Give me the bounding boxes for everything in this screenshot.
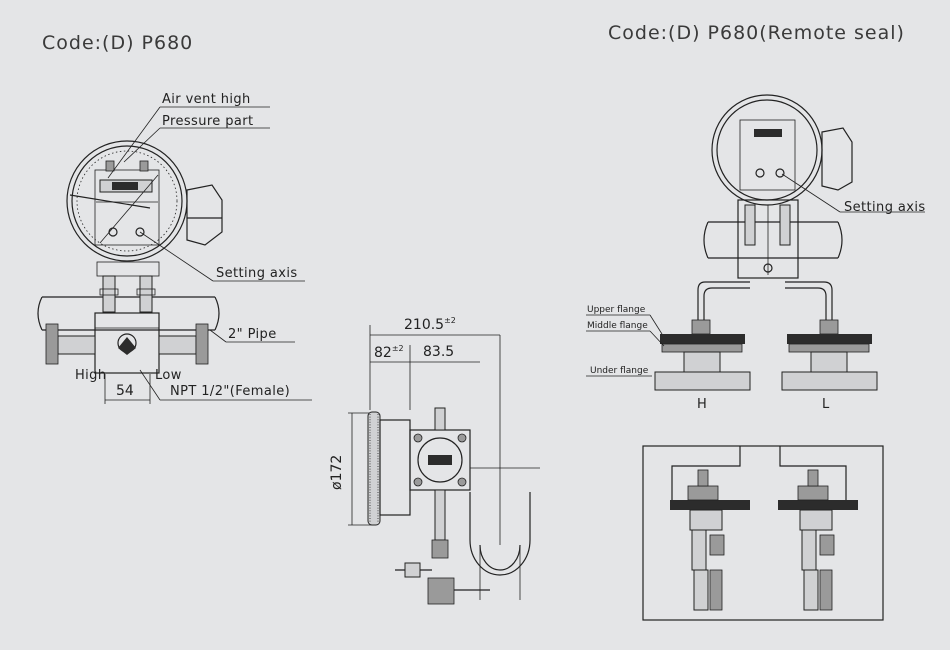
high-label: High — [75, 368, 107, 383]
dim-54: 54 — [116, 383, 134, 399]
middle-flange-label: Middle flange — [587, 321, 648, 331]
pressure-part-label: Pressure part — [162, 114, 254, 129]
pipe-label: 2" Pipe — [228, 327, 277, 342]
h-label: H — [697, 397, 708, 412]
dim-82: 82±2 — [374, 344, 404, 361]
npt-label: NPT 1/2"(Female) — [170, 384, 291, 399]
left-title: Code:(D) P680 — [42, 32, 194, 54]
remote-seal-view — [586, 94, 925, 391]
right-title: Code:(D) P680(Remote seal) — [608, 22, 905, 44]
detail-box — [642, 445, 884, 621]
air-vent-label: Air vent high — [162, 92, 251, 107]
left-gauge-front-view — [37, 106, 312, 404]
l-label: L — [822, 397, 830, 412]
setting-axis-label-right: Setting axis — [844, 200, 926, 215]
dim-diameter: ø172 — [329, 454, 345, 490]
setting-axis-label-left: Setting axis — [216, 266, 298, 281]
dim-overall: 210.5±2 — [404, 316, 456, 333]
upper-flange-label: Upper flange — [587, 305, 646, 315]
under-flange-label: Under flange — [590, 366, 649, 376]
side-view — [348, 325, 540, 605]
low-label: Low — [155, 368, 182, 383]
dim-83-5: 83.5 — [423, 344, 455, 360]
